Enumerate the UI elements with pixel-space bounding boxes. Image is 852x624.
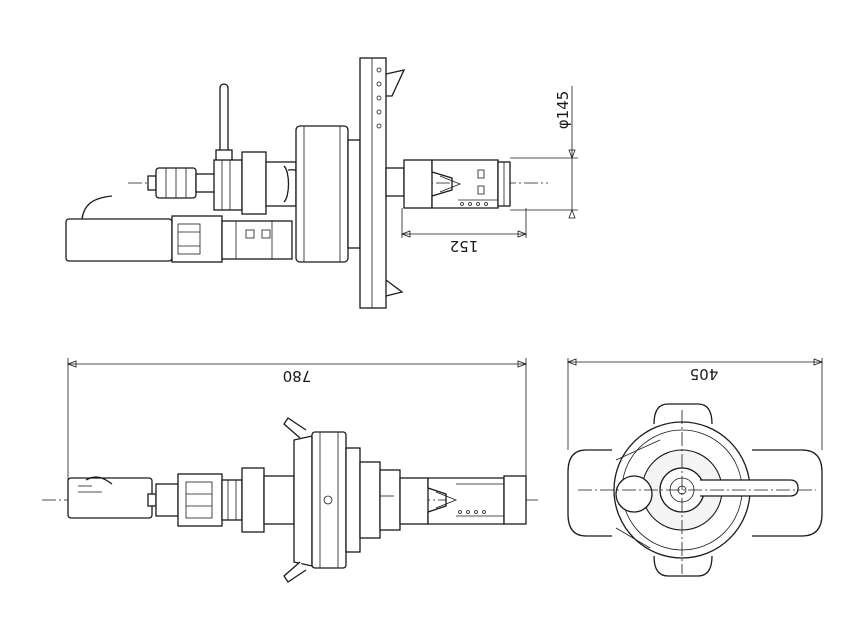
dimension-pipe-diameter: φ145 [510,86,578,219]
dim-label-152: 152 [450,237,479,255]
dimension-overall-width: 405 [566,358,824,450]
dimension-overall-length: 780 [66,358,528,480]
plan-view: 780 [42,358,538,583]
dim-label-405: 405 [690,365,719,383]
end-view: 405 [566,358,824,577]
dim-label-780: 780 [283,367,312,385]
side-elevation-view: 152 φ145 [65,57,578,309]
dim-label-phi145: φ145 [554,91,572,130]
dimension-mandrel-length: 152 [400,208,528,255]
